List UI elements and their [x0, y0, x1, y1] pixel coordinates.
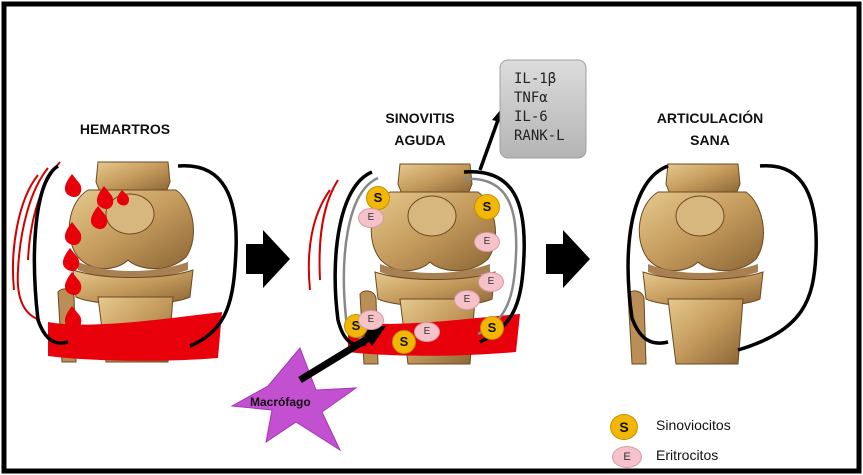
erythrocyte-symbol: E	[368, 212, 375, 223]
stage-title-line2: SANA	[635, 129, 785, 151]
legend-synoviocyte-label: Sinoviocitos	[656, 417, 731, 433]
stage-title-line1: HEMARTROS	[60, 118, 190, 140]
synoviocyte-symbol: S	[488, 320, 497, 335]
cytokine-item: RANK-L	[514, 127, 565, 146]
legend-synoviocyte-symbol: S	[619, 419, 628, 435]
synoviocyte-symbol: S	[374, 190, 383, 205]
erythrocyte: E	[358, 310, 384, 330]
synoviocyte-symbol: S	[400, 334, 409, 349]
synoviocyte-symbol: S	[483, 199, 492, 214]
synoviocyte: S	[474, 194, 500, 220]
erythrocyte: E	[478, 272, 504, 292]
synoviocyte: S	[366, 186, 390, 210]
cytokine-item: IL-6	[514, 108, 565, 127]
synoviocyte: S	[480, 316, 504, 340]
erythrocyte-symbol: E	[368, 314, 375, 325]
legend-synoviocyte-icon: S	[610, 414, 638, 440]
erythrocyte-symbol: E	[424, 326, 431, 337]
cytokine-item: TNFα	[514, 89, 565, 108]
legend-erythrocyte-icon: E	[612, 446, 642, 468]
stage-title-sana: ARTICULACIÓN SANA	[635, 107, 785, 151]
stage-title-line1: SINOVITIS	[360, 107, 480, 129]
erythrocyte: E	[414, 322, 440, 342]
cytokine-list: IL-1β TNFα IL-6 RANK-L	[514, 70, 565, 146]
cytokine-item: IL-1β	[514, 70, 565, 89]
legend-erythrocyte-label: Eritrocitos	[656, 447, 718, 463]
stage-title-line2: AGUDA	[360, 129, 480, 151]
stage-title-sinovitis: SINOVITIS AGUDA	[360, 107, 480, 151]
synoviocyte: S	[392, 330, 416, 354]
erythrocyte-symbol: E	[484, 236, 491, 247]
erythrocyte: E	[454, 290, 480, 310]
macrophage-label: Macrófago	[250, 395, 311, 409]
stage-title-hemartros: HEMARTROS	[60, 118, 190, 140]
erythrocyte-symbol: E	[488, 276, 495, 287]
stage-title-line1: ARTICULACIÓN	[635, 107, 785, 129]
erythrocyte-symbol: E	[464, 294, 471, 305]
legend-erythrocyte-symbol: E	[623, 451, 630, 463]
erythrocyte: E	[358, 208, 384, 228]
erythrocyte: E	[474, 232, 500, 252]
